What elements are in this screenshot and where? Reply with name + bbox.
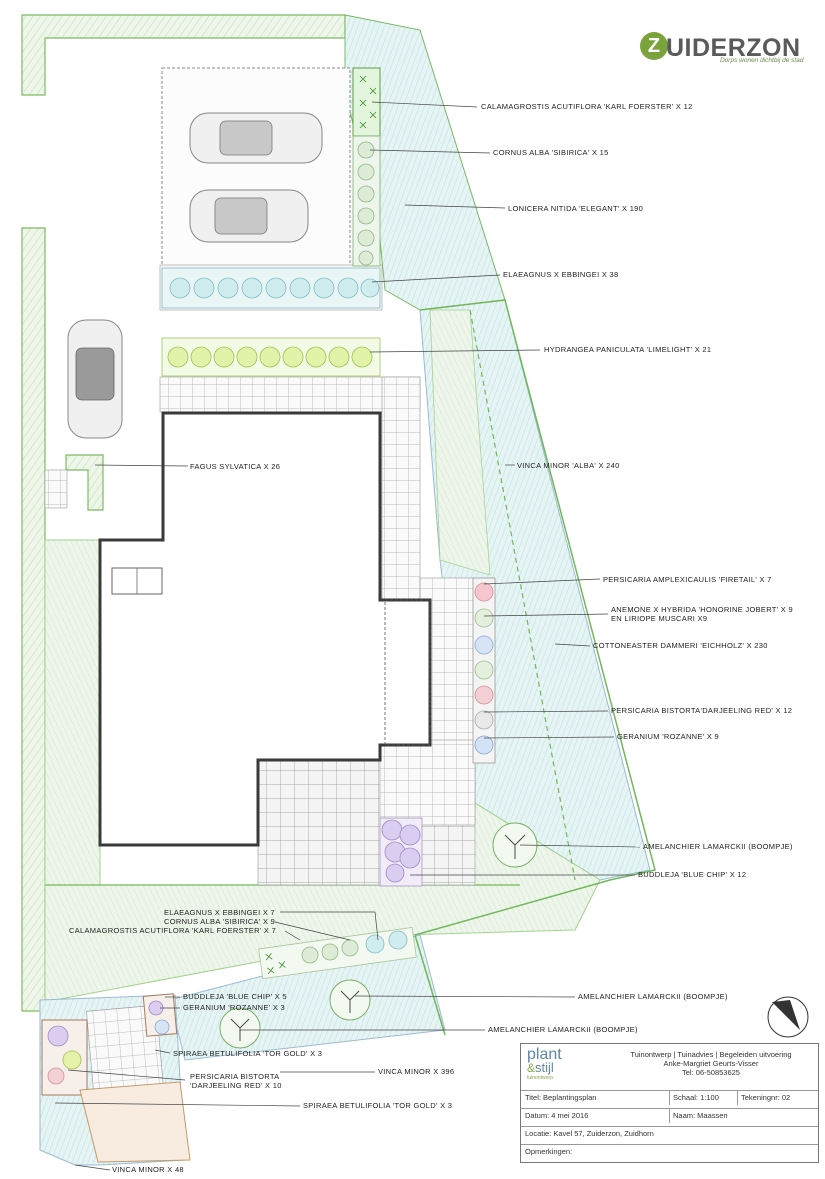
groundcover-lonicera bbox=[344, 14, 506, 311]
remarks-row: Opmerkingen: bbox=[521, 1144, 818, 1159]
label-persicaria-darjeeling-2: PERSICARIA BISTORTA 'DARJEELING RED' X 1… bbox=[190, 1072, 282, 1090]
label-cotoneaster: COTTONEASTER DAMMERI 'EICHHOLZ' X 230 bbox=[593, 641, 768, 650]
title-row: Titel: Beplantingsplan Schaal: 1:100 Tek… bbox=[521, 1090, 818, 1105]
label-anemone: ANEMONE X HYBRIDA 'HONORINE JOBERT' X 9 … bbox=[611, 605, 793, 623]
label-persicaria-darjeeling-1: PERSICARIA BISTORTA'DARJEELING RED' X 12 bbox=[611, 706, 793, 715]
label-elaeagnus-2: ELAEAGNUS X EBBINGEI X 7 bbox=[164, 908, 275, 917]
north-arrow-icon bbox=[767, 996, 809, 1038]
bed-cornus-top bbox=[352, 135, 381, 267]
label-vinca-48: VINCA MINOR X 48 bbox=[112, 1165, 184, 1174]
label-amelanchier-3: AMELANCHIER LAMARCKII (BOOMPJE) bbox=[488, 1025, 638, 1034]
designer-name: Anke-Margriet Geurts-Visser bbox=[663, 1059, 759, 1068]
bed-perennials bbox=[472, 577, 496, 764]
plan-scale: Schaal: 1:100 bbox=[673, 1093, 719, 1102]
label-buddleja-2: BUDDLEJA 'BLUE CHIP' X 5 bbox=[183, 992, 287, 1001]
bed-buddleja-main bbox=[379, 817, 423, 887]
bed-elaeagnus-top bbox=[161, 267, 381, 309]
title-block: plant &stijl tuinontwerp Tuinontwerp | T… bbox=[520, 1043, 819, 1163]
logo-name: UIDERZON bbox=[666, 34, 801, 62]
label-vinca-396: VINCA MINOR X 396 bbox=[378, 1067, 455, 1076]
tree-amelanchier bbox=[219, 822, 538, 1049]
car-3 bbox=[67, 319, 123, 439]
label-cornus-2: CORNUS ALBA 'SIBIRICA' X 9 bbox=[164, 917, 276, 926]
date-row: Datum: 4 mei 2016 Naam: Maassen bbox=[521, 1108, 818, 1123]
label-geranium-1: GERANIUM 'ROZANNE' X 9 bbox=[617, 732, 719, 741]
brand-sub: tuinontwerp bbox=[527, 1075, 553, 1081]
label-persicaria-firetail: PERSICARIA AMPLEXICAULIS 'FIRETAIL' X 7 bbox=[603, 575, 772, 584]
leader-lines bbox=[54, 101, 641, 1171]
label-vinca-alba: VINCA MINOR 'ALBA' X 240 bbox=[517, 461, 620, 470]
location-row: Locatie: Kavel 57, Zuiderzon, Zuidhorn bbox=[521, 1126, 818, 1141]
brand-amp: & bbox=[527, 1061, 536, 1075]
label-amelanchier-2: AMELANCHIER LAMARCKII (BOOMPJE) bbox=[578, 992, 728, 1001]
drawing-number: Tekeningnr: 02 bbox=[741, 1093, 791, 1102]
label-spiraea-2: SPIRAEA BETULIFOLIA 'TOR GOLD' X 3 bbox=[303, 1101, 453, 1110]
services-text: Tuinontwerp | Tuinadvies | Begeleiden ui… bbox=[630, 1050, 792, 1059]
plan-date: Datum: 4 mei 2016 bbox=[525, 1111, 589, 1120]
label-calamagrostis-2: CALAMAGROSTIS ACUTIFLORA 'KARL FOERSTER'… bbox=[69, 926, 277, 935]
car-2 bbox=[189, 189, 309, 243]
car-1 bbox=[189, 112, 323, 164]
plan-remarks: Opmerkingen: bbox=[525, 1147, 573, 1156]
label-spiraea-1: SPIRAEA BETULIFOLIA 'TOR GOLD' X 3 bbox=[173, 1049, 323, 1058]
logo-tagline: Dorps wonen dichtbij de stad bbox=[720, 57, 804, 64]
label-buddleja-1: BUDDLEJA 'BLUE CHIP' X 12 bbox=[638, 870, 747, 879]
house bbox=[98, 411, 432, 847]
zuiderzon-logo: Z UIDERZON Dorps wonen dichtbij de stad bbox=[640, 30, 810, 70]
label-geranium-2: GERANIUM 'ROZANNE' X 3 bbox=[183, 1003, 285, 1012]
paving bbox=[44, 376, 476, 1097]
phone-number: Tel: 06-50853625 bbox=[682, 1068, 740, 1077]
plan-title: Titel: Beplantingsplan bbox=[525, 1093, 597, 1102]
label-hydrangea: HYDRANGEA PANICULATA 'LIMELIGHT' X 21 bbox=[544, 345, 712, 354]
label-elaeagnus-1: ELAEAGNUS X EBBINGEI X 38 bbox=[503, 270, 619, 279]
label-cornus-1: CORNUS ALBA 'SIBIRICA' X 15 bbox=[493, 148, 609, 157]
label-calamagrostis-1: CALAMAGROSTIS ACUTIFLORA 'KARL FOERSTER'… bbox=[481, 102, 693, 111]
bed-hydrangea bbox=[161, 337, 381, 377]
label-fagus: FAGUS SYLVATICA X 26 bbox=[190, 462, 281, 471]
bed-corner-mix bbox=[41, 993, 191, 1163]
plant-en-stijl-logo: plant &stijl tuinontwerp bbox=[527, 1046, 562, 1081]
label-lonicera: LONICERA NITIDA 'ELEGANT' X 190 bbox=[508, 204, 644, 213]
company-info: Tuinontwerp | Tuinadvies | Begeleiden ui… bbox=[611, 1050, 811, 1077]
brand-stijl: stijl bbox=[535, 1060, 554, 1075]
client-name: Naam: Maassen bbox=[673, 1111, 728, 1120]
plan-location: Locatie: Kavel 57, Zuiderzon, Zuidhorn bbox=[525, 1129, 654, 1138]
label-amelanchier-1: AMELANCHIER LAMARCKII (BOOMPJE) bbox=[643, 842, 793, 851]
brand-plant: plant bbox=[527, 1046, 562, 1063]
bed-lower-shrubs bbox=[258, 926, 417, 980]
logo-mark: Z bbox=[640, 32, 668, 60]
hedge-fagus bbox=[21, 14, 346, 1012]
